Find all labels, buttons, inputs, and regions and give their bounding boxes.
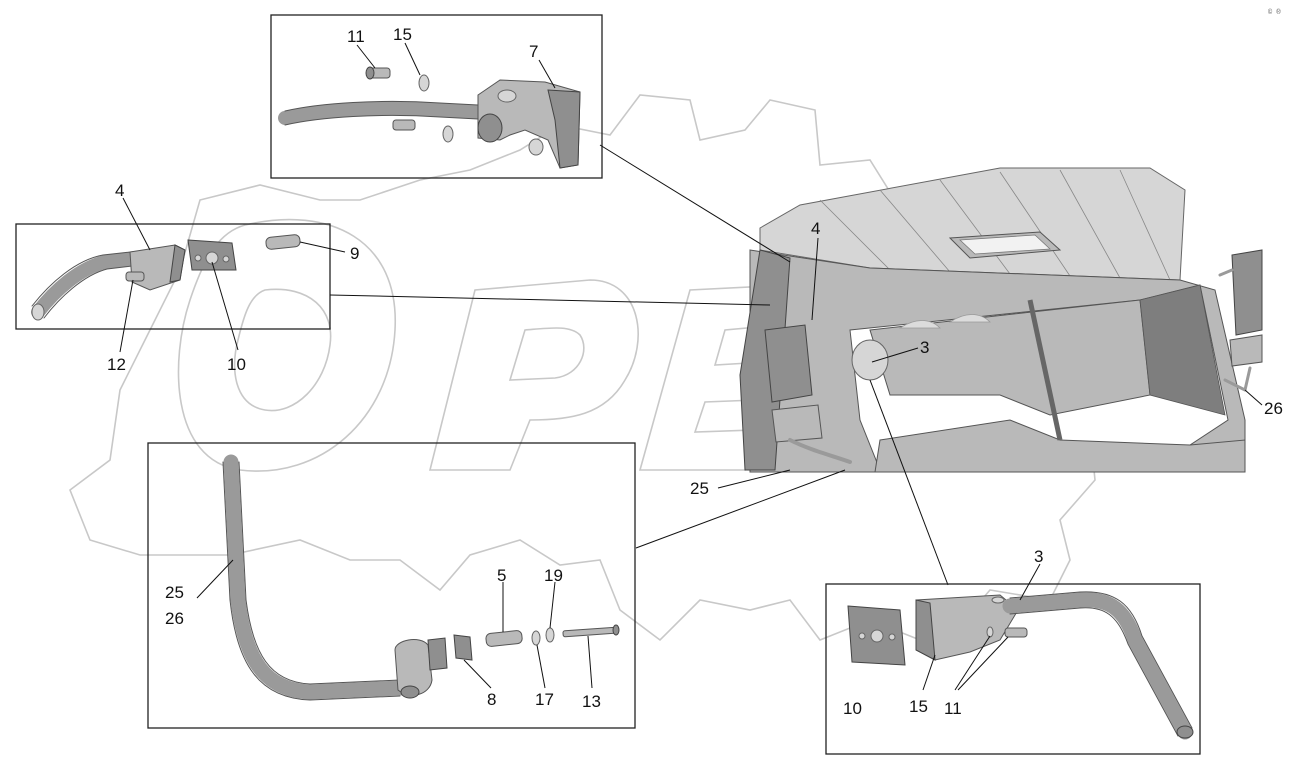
corner-stamp: © ®: [1268, 8, 1281, 17]
left-box-frame: [15, 223, 331, 330]
bolt-11: [1004, 627, 1028, 638]
callout-4: 4: [115, 181, 124, 200]
callout-13: 13: [582, 692, 601, 711]
truck-cab: 4 3 25 26: [690, 167, 1283, 498]
top-lower-washer: [442, 125, 454, 143]
left-arm-tube: [31, 251, 147, 319]
callout-17: 17: [535, 690, 554, 709]
callout-12: 12: [107, 355, 126, 374]
callout-19: 19: [544, 566, 563, 585]
callout-cab-26: 26: [1264, 399, 1283, 418]
right-arm-tube: [1002, 592, 1193, 740]
bottom-right-box-frame: [825, 583, 1201, 755]
left-bolt-12: [125, 271, 145, 282]
bottom-right-detail-box: 3 10 15 11: [825, 547, 1201, 755]
cab-front-mirror: [851, 339, 889, 381]
connector-lines: [329, 144, 949, 586]
right-lower-mirror: [1229, 334, 1263, 367]
gasket-8: [453, 634, 473, 661]
left-lower-mirror: [771, 404, 823, 443]
cab-right-interior: [1139, 284, 1226, 416]
left-detail-box: 4 9 12 10: [15, 181, 359, 374]
top-bracket-pivot: [477, 113, 503, 143]
right-main-mirror: [1231, 249, 1263, 336]
callout-br-15: 15: [909, 697, 928, 716]
washer-11: [986, 626, 994, 638]
washer-19: [545, 627, 555, 643]
bottom-left-detail-box: 25 26 5 19 8 17 13: [147, 442, 636, 729]
callout-15: 15: [393, 25, 412, 44]
callout-7: 7: [529, 42, 538, 61]
washer-17: [531, 630, 541, 646]
top-lower-bolt: [392, 119, 416, 131]
callout-5: 5: [497, 566, 506, 585]
callout-br-3: 3: [1034, 547, 1043, 566]
left-pin-9: [265, 234, 301, 250]
callout-br-10: 10: [843, 699, 862, 718]
left-main-mirror: [764, 324, 813, 403]
top-bracket-plate: [547, 89, 581, 169]
top-box-frame: [270, 14, 603, 179]
bolt-13: [562, 626, 619, 638]
callout-br-11: 11: [944, 699, 962, 718]
callout-11: 11: [347, 27, 365, 46]
watermark-letter-o: [177, 218, 396, 472]
callout-cab-25: 25: [690, 479, 709, 498]
cab-dashboard: [874, 419, 1246, 473]
long-arm-tube: [223, 454, 408, 700]
callout-10: 10: [227, 355, 246, 374]
callout-25: 25: [165, 583, 184, 602]
watermark-letter-p: [428, 279, 639, 471]
top-arm-tube: [278, 101, 485, 125]
bushing-5: [485, 630, 523, 647]
top-bracket-lower-eye: [528, 138, 544, 156]
callout-26: 26: [165, 609, 184, 628]
top-detail-box: 11 15 7: [270, 14, 603, 179]
top-bracket-hole: [497, 89, 517, 103]
callout-8: 8: [487, 690, 496, 709]
callout-9: 9: [350, 244, 359, 263]
callout-cab-4: 4: [811, 219, 820, 238]
bottom-left-box-frame: [147, 442, 636, 729]
swivel-tab: [427, 637, 448, 671]
top-washer-15: [418, 74, 430, 92]
callout-cab-3: 3: [920, 338, 929, 357]
